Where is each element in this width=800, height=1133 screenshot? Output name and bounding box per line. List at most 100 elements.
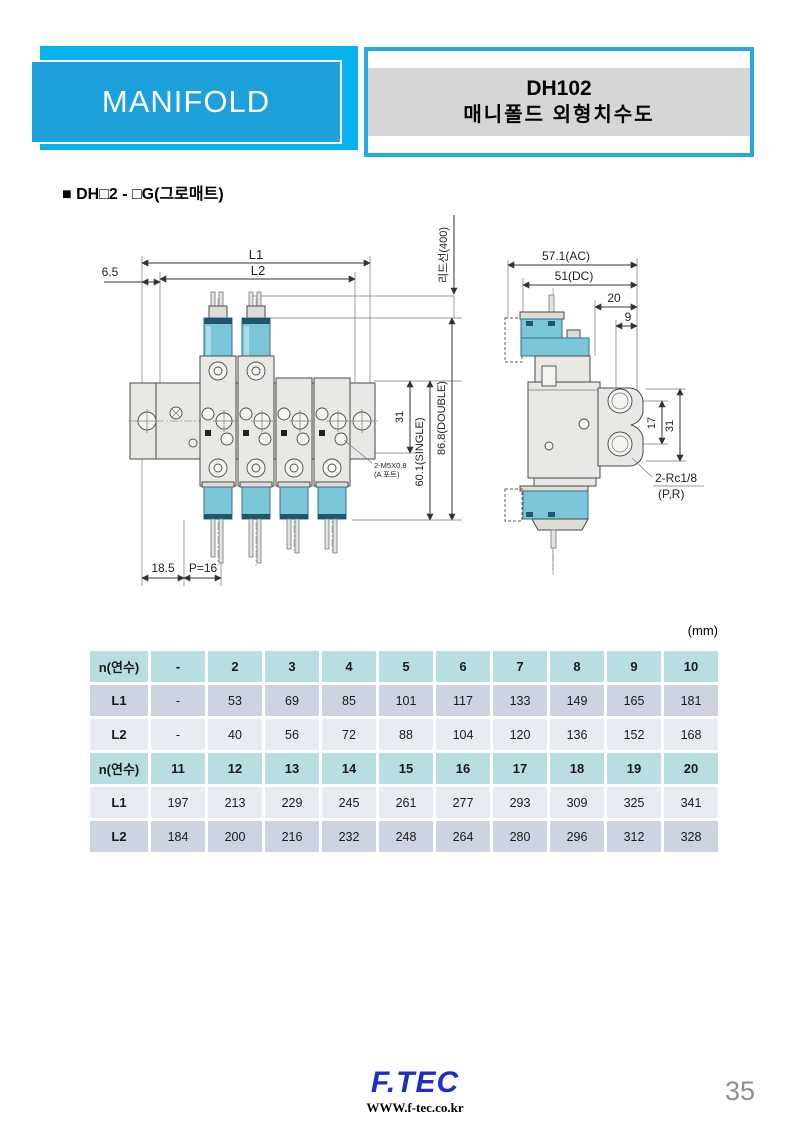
dim-label-18-5: 18.5 (151, 561, 175, 575)
header-category-box: MANIFOLD (30, 60, 342, 144)
section-title: ■ DH□2 - □G(그로매트) (62, 186, 224, 203)
table-cell: 152 (607, 719, 661, 750)
table-cell: 72 (322, 719, 376, 750)
table-cell: 232 (322, 821, 376, 852)
table-row-label: L1 (90, 685, 148, 716)
dim-label-6-5: 6.5 (102, 265, 119, 279)
table-cell: 88 (379, 719, 433, 750)
dim-label-l2: L2 (251, 263, 265, 278)
table-cell: 261 (379, 787, 433, 818)
table-cell: 280 (493, 821, 547, 852)
table-unit-label: (mm) (687, 623, 718, 638)
table-cell: 165 (607, 685, 661, 716)
note-a-port-line2: (A 포트) (374, 470, 400, 479)
table-cell: 85 (322, 685, 376, 716)
pr-port-note: 2-Rc1/8 (P,R) (631, 457, 704, 501)
table-header-cell: n(연수) (90, 753, 148, 784)
dim-label-9: 9 (625, 310, 632, 324)
table-cell: 296 (550, 821, 604, 852)
table-cell: 312 (607, 821, 661, 852)
table-cell: 341 (664, 787, 718, 818)
table-cell: 309 (550, 787, 604, 818)
table-row-label: L2 (90, 821, 148, 852)
table-cell: 325 (607, 787, 661, 818)
table-header-cell: 9 (607, 651, 661, 682)
dim-label-31-side: 31 (664, 420, 676, 432)
dim-label-pitch: P=16 (189, 561, 218, 575)
note-pr-line2: (P,R) (658, 487, 684, 501)
table-cell: 245 (322, 787, 376, 818)
table-cell: 40 (208, 719, 262, 750)
table-cell: 53 (208, 685, 262, 716)
table-header-cell: 12 (208, 753, 262, 784)
table-header-cell: 20 (664, 753, 718, 784)
table-cell: 293 (493, 787, 547, 818)
model-number: DH102 (526, 77, 592, 101)
logo-website: WWW.f-tec.co.kr (366, 1100, 464, 1115)
table-header-cell: 14 (322, 753, 376, 784)
table-cell: 136 (550, 719, 604, 750)
header-model-box: DH102 매니폴드 외형치수도 (364, 47, 754, 157)
table-header-cell: 6 (436, 651, 490, 682)
valve-station (199, 291, 237, 566)
table-cell: 277 (436, 787, 490, 818)
page-number: 35 (724, 1076, 756, 1106)
dim-label-single: 60.1(SINGLE) (414, 417, 426, 486)
dim-label-l1: L1 (249, 247, 263, 262)
dimension-drawing: L1 L2 6.5 리드선(400) 31 60.1(SINGLE) 86.8(… (102, 215, 704, 586)
table-header-cell: n(연수) (90, 651, 148, 682)
category-title: MANIFOLD (101, 84, 271, 119)
table-cell: 197 (151, 787, 205, 818)
table-header-cell: 18 (550, 753, 604, 784)
table-cell: 101 (379, 685, 433, 716)
note-pr-line1: 2-Rc1/8 (655, 471, 697, 485)
table-header-cell: 15 (379, 753, 433, 784)
header-model-band: DH102 매니폴드 외형치수도 (368, 68, 750, 136)
valve-station (313, 377, 351, 554)
table-cell: 56 (265, 719, 319, 750)
table-header-cell: 2 (208, 651, 262, 682)
table-cell: - (151, 685, 205, 716)
logo-text: F.TEC (370, 1066, 460, 1099)
table-header-cell: - (151, 651, 205, 682)
table-cell: 168 (664, 719, 718, 750)
table-cell: 200 (208, 821, 262, 852)
table-cell: - (151, 719, 205, 750)
table-cell: 120 (493, 719, 547, 750)
dim-label-dc: 51(DC) (555, 269, 594, 283)
table-cell: 104 (436, 719, 490, 750)
table-cell: 213 (208, 787, 262, 818)
table-cell: 248 (379, 821, 433, 852)
table-header-cell: 3 (265, 651, 319, 682)
dim-label-17: 17 (646, 417, 658, 429)
table-header-cell: 4 (322, 651, 376, 682)
table-row-label: L2 (90, 719, 148, 750)
table-cell: 149 (550, 685, 604, 716)
table-header-cell: 10 (664, 651, 718, 682)
valve-side-body (504, 288, 644, 575)
table-header-cell: 19 (607, 753, 661, 784)
dim-label-double: 86.8(DOUBLE) (436, 381, 448, 455)
table-header-cell: 5 (379, 651, 433, 682)
note-a-port-line1: 2-M5X0.8 (374, 461, 407, 470)
a-port-note: 2-M5X0.8 (A 포트) (343, 439, 407, 479)
dim-label-20: 20 (607, 291, 621, 305)
table-header-cell: 17 (493, 753, 547, 784)
table-header-cell: 16 (436, 753, 490, 784)
company-logo: F.TEC WWW.f-tec.co.kr (345, 1066, 485, 1116)
dimension-table: n(연수) - 2 3 4 5 6 7 8 9 10 L1 - 53 69 85… (90, 651, 718, 852)
valve-station (237, 291, 275, 566)
table-header-cell: 13 (265, 753, 319, 784)
table-header-cell: 8 (550, 651, 604, 682)
table-row-label: L1 (90, 787, 148, 818)
dim-label-ac: 57.1(AC) (542, 249, 590, 263)
table-cell: 181 (664, 685, 718, 716)
side-view-drawing: 57.1(AC) 51(DC) 20 9 (504, 249, 704, 575)
table-cell: 184 (151, 821, 205, 852)
model-subtitle: 매니폴드 외형치수도 (463, 103, 655, 126)
table-cell: 133 (493, 685, 547, 716)
table-header-cell: 7 (493, 651, 547, 682)
table-cell: 216 (265, 821, 319, 852)
dim-label-31: 31 (394, 411, 406, 423)
